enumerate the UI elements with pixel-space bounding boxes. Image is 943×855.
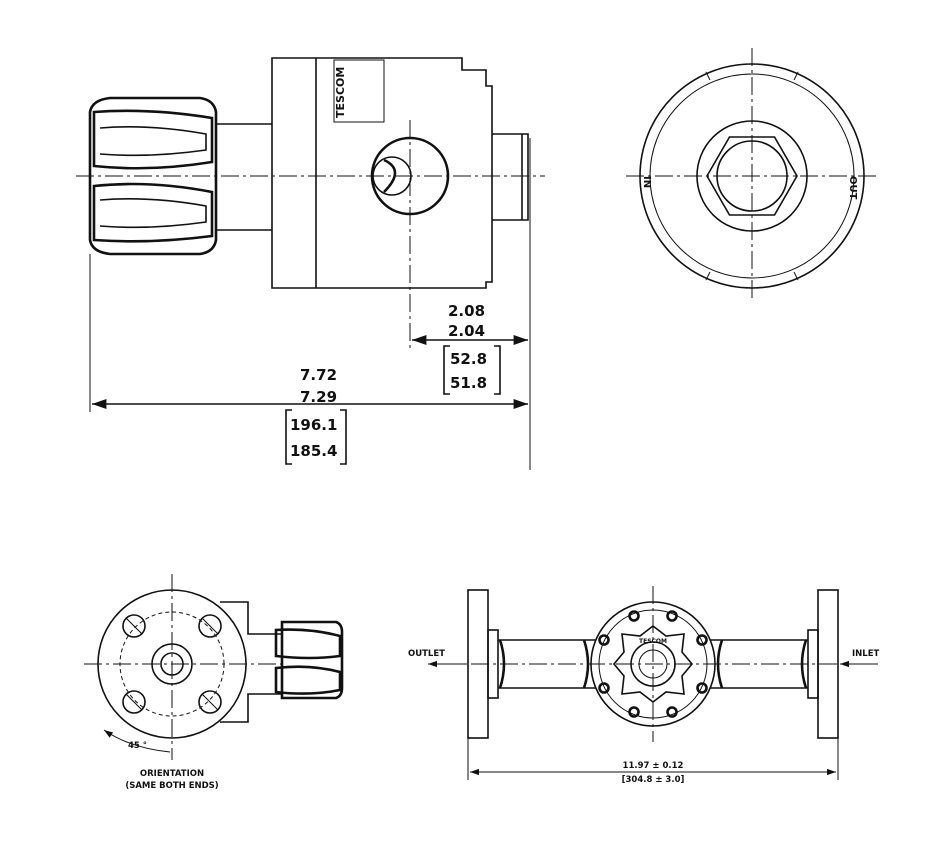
right-flange [817,589,839,739]
in-label: IN [641,176,652,188]
plan-view: TESCOM OUTLET INLET 11.97 ± 0.12 [304.8 … [408,586,879,785]
flange-view-knob [274,620,344,700]
dim-short-mm-max: 52.8 [450,350,487,368]
brand-label-box [333,59,385,123]
dim-long-max: 7.72 [300,366,337,384]
dim-short-max: 2.08 [448,302,485,320]
bolt-holes [122,614,222,714]
orientation-line2: (SAME BOTH ENDS) [125,781,218,791]
orientation-line1: ORIENTATION [140,769,204,779]
side-view: TESCOM 2.08 2.04 52.8 51.8 7.72 7.29 196… [76,57,545,470]
dim-short-mm-min: 51.8 [450,374,487,392]
brand-label: TESCOM [334,67,347,118]
outlet-fitting [492,133,529,221]
flange-view: 45 ° ORIENTATION (SAME BOTH ENDS) [84,574,344,791]
inlet-label: INLET [852,649,879,659]
dim-long-mm-min: 185.4 [290,442,337,460]
hex-nut [706,136,798,216]
outlet-label: OUTLET [408,649,445,659]
regulator-body [271,57,493,289]
dim-short-min: 2.04 [448,322,485,340]
overall-length-mm: [304.8 ± 3.0] [622,775,685,785]
angle-label: 45 ° [128,741,147,751]
end-view: IN OUT [626,48,878,300]
plan-bolts [598,610,708,718]
dim-short-bracket [443,345,501,395]
adjustment-knob [88,96,218,256]
plan-brand-label: TESCOM [639,638,667,645]
dim-long-mm-max: 196.1 [290,416,337,434]
overall-length-in: 11.97 ± 0.12 [623,761,684,771]
out-label: OUT [847,176,858,200]
dim-long-min: 7.29 [300,388,337,406]
bonnet-stem [216,123,272,231]
dim-long-bracket [285,409,347,465]
